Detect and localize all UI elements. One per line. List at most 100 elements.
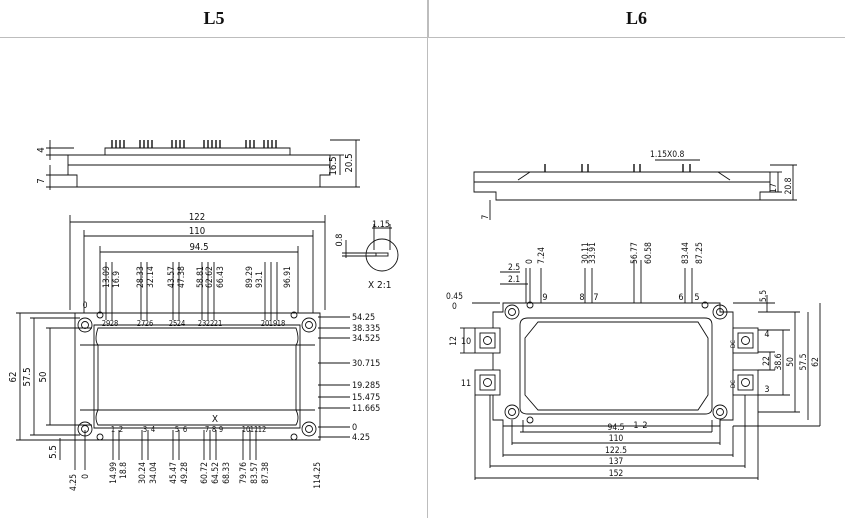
l5-dim-114-25: 114.25 [313,462,323,489]
l5-detail-labels: 1.15 0.8 X 2:1 [335,220,392,291]
l6-top-view [460,260,821,480]
l6-side-labels: 1.15X0.8 17 20.8 7 [481,150,794,219]
l5-panel [427,0,428,518]
l5-pin-label: 22 [206,319,215,328]
l6-pin-label: 10 [461,337,471,347]
l5-pin-top-dim: 62.62 [205,266,215,288]
l5-pin-label: 5 [175,425,179,434]
l6-top-dim: 7.24 [537,247,547,264]
l5-dim-7: 7 [36,178,47,183]
l5-right-dim: 4.25 [352,433,370,443]
l6-right-dim: 5.5 [759,290,769,302]
l5-pin-label: 27 [137,319,146,328]
l5-dim-0-top: 0 [83,301,88,311]
l5-pin-bot-dim: 83.57 [250,462,260,484]
l6-right-dim: 22 [762,356,772,366]
l6-right-dim: 38.6 [774,353,784,370]
l5-pin-top-dim: 32.14 [146,266,156,288]
l6-pin-label: 6 [678,293,683,303]
l6-dc-labels: DC DC [730,340,737,388]
l6-left-dims: 0.45 0 12 [446,292,463,346]
l6-dim-0-45: 0.45 [446,292,463,302]
l5-dim-4-25-bottom: 4.25 [69,474,79,491]
l5-pin-top-dims: 13.09 16.9 28.33 32.14 43.57 47.38 58.81… [102,266,293,288]
header-l6: L6 [428,0,845,38]
l6-right-dim: 57.5 [799,353,809,370]
l5-right-dim: 19.285 [352,381,380,391]
l5-right-dim: 30.715 [352,359,380,369]
l5-pin-top-dim: 47.38 [177,266,187,288]
l5-pin-bot-dim: 45.47 [169,462,179,484]
l5-dim-94-5: 94.5 [189,242,208,253]
l5-pin-top-dim: 16.9 [112,271,122,288]
l6-pin-label: 4 [764,330,769,340]
l5-dim-4: 4 [36,147,47,152]
l5-pin-bot-dim: 87.38 [261,462,271,484]
l5-side-view [46,139,360,190]
l5-dim-110: 110 [189,226,205,237]
l5-pin-label: 19 [269,319,278,328]
l5-pin-label: 9 [219,425,223,434]
l6-bottom-dim: 152 [609,469,624,479]
l5-x-mark: X [212,414,218,425]
l5-pin-label: 3 [143,425,147,434]
l5-left-dims: 62 57.5 50 5.5 0 [8,301,88,459]
l5-right-dim: 34.525 [352,334,380,344]
l6-top-dim: 30.11 [581,242,591,264]
l6-pin-label: 2 [642,421,647,431]
l6-top-dim: 83.44 [681,242,691,264]
l5-pin-label: 2 [119,425,123,434]
l5-pin-bot-dim: 64.52 [211,462,221,484]
l5-dim-16-5: 16.5 [328,156,339,175]
l6-top-dim: 60.58 [644,242,654,264]
l5-pin-label: 23 [198,319,207,328]
l5-pin-top-dim: 89.29 [245,266,255,288]
l5-pin-bot-dim: 79.76 [239,462,249,484]
l5-pin-label: 6 [183,425,187,434]
l6-top-dim: 56.77 [630,242,640,264]
l6-top-dims: 2.5 2.1 0 7.24 30.11 33.91 56.77 60.58 8… [508,242,705,285]
l5-pin-top-dim: 43.57 [167,266,177,288]
l6-top-dim: 2.5 [508,263,520,273]
l6-right-dim: 50 [786,357,796,367]
l5-right-dim: 15.475 [352,393,380,403]
l5-pin-bot-dim: 34.04 [149,462,159,484]
l5-pin-label: 12 [258,425,267,434]
l6-bottom-dim: 94.5 [607,423,624,433]
l6-dim-0: 0 [452,302,457,312]
l5-pin-label: 18 [277,319,286,328]
l6-pin-label: 5 [694,293,699,303]
l5-right-dim: 54.25 [352,313,375,323]
l5-dim-0-bottom: 0 [81,474,91,479]
l5-pin-label: 21 [214,319,223,328]
l5-pin-label: 11 [250,425,259,434]
l6-pin-labels: 9 8 7 6 5 4 3 2 1 10 11 [461,293,770,431]
l5-pin-top-dim: 93.1 [255,271,265,288]
l5-pin-top-dim: 96.91 [283,266,293,288]
l5-top-view [16,215,350,470]
l5-side-labels: 4 7 16.5 20.5 [36,147,355,183]
l5-pin-top-numbers: 29 28 27 26 25 24 23 22 21 20 19 18 [102,319,286,328]
l5-right-dim: 0 [352,423,357,433]
l5-detail-scale: X 2:1 [368,280,392,291]
l5-pin-top-dim: 13.09 [102,266,112,288]
l5-dim-20-5: 20.5 [344,153,355,172]
l6-right-dim: 62 [811,357,821,367]
l5-dim-5-5: 5.5 [48,445,59,459]
l5-pin-top-dim: 66.43 [216,266,226,288]
l5-dim-122: 122 [189,212,205,223]
l5-dim-62: 62 [8,372,19,383]
l6-pin-label: 8 [579,293,584,303]
l5-right-dim: 11.665 [352,404,380,414]
l5-pin-bot-dim: 30.24 [138,462,148,484]
l5-pin-label: 29 [102,319,111,328]
l5-detail-0-8: 0.8 [335,234,345,247]
l6-top-dim: 2.1 [508,275,520,285]
l5-pin-label: 26 [145,319,154,328]
l6-dim-17: 17 [769,183,779,193]
l6-dim-1-15x0-8: 1.15X0.8 [650,150,685,160]
l5-dim-50: 50 [38,372,49,383]
l6-dim-7: 7 [481,214,491,219]
